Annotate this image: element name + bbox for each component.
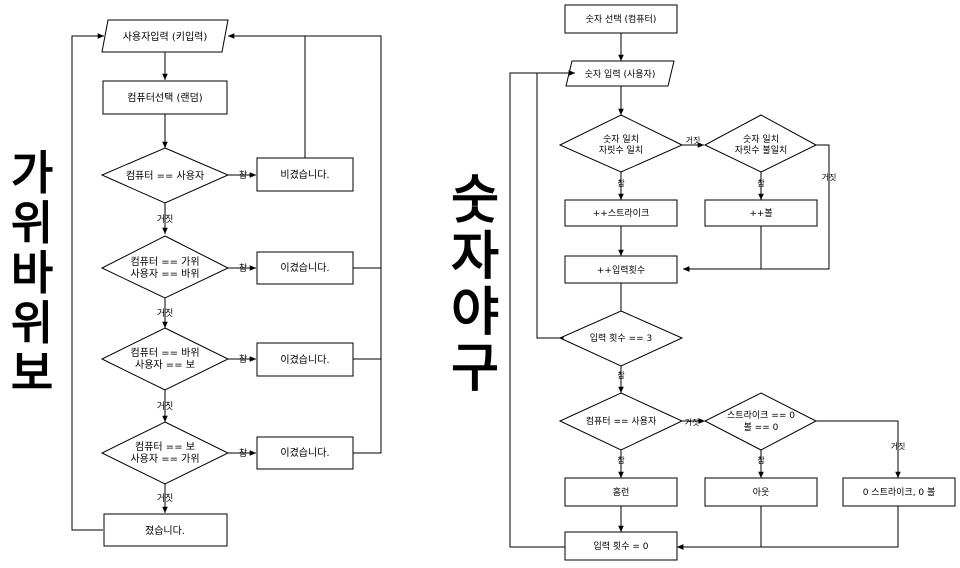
- connector: [305, 35, 382, 454]
- rps-result-lose-text: 졌습니다.: [145, 524, 185, 537]
- rps-result-win2-shape: [256, 342, 354, 377]
- rps-cond-tie-shape: [100, 147, 230, 204]
- rps-cond-win1-shape: [100, 235, 230, 299]
- bb-cond-out-shape: [703, 392, 818, 451]
- rps-computer-select-text: 컴퓨터선택 (랜덤): [127, 92, 202, 104]
- title-char: 가: [10, 146, 54, 200]
- edge-label-true: 참: [239, 263, 247, 274]
- bb-strike-inc-shape: [564, 199, 678, 227]
- edge-label-false: 거짓: [686, 135, 701, 145]
- edge-label-true: 참: [239, 448, 247, 459]
- rps-result-win1-shape: [256, 251, 354, 285]
- bb-cond-match-shape: [558, 392, 684, 451]
- bb-count-inc-text: ++입력횟수: [597, 264, 645, 276]
- edge-label-false: 거짓: [157, 493, 174, 504]
- bb-cond-strike-line1: 숫자 일치: [603, 133, 639, 145]
- rps-result-win3-shape: [256, 436, 354, 470]
- connector: [536, 70, 575, 339]
- rps-cond-win1-line1: 컴퓨터 == 가위: [130, 255, 199, 268]
- connector: [816, 420, 901, 478]
- bb-cond-strike-shape: [558, 114, 684, 173]
- bb-zero-text: 0 스트라이크, 0 볼: [863, 487, 936, 498]
- title-number-baseball: 숫 자 야 구: [448, 175, 502, 399]
- rps-result-win2-text: 이겼습니다.: [280, 354, 329, 366]
- bb-cond-count-shape: [558, 310, 684, 367]
- title-char: 자: [451, 227, 499, 287]
- title-char: 위: [10, 196, 54, 250]
- connector: [677, 506, 899, 550]
- edge-label-false: 거짓: [891, 441, 906, 451]
- title-char: 구: [451, 339, 499, 399]
- rps-cond-win3-line1: 컴퓨터 == 보: [135, 441, 195, 453]
- rps-result-win3-text: 이겼습니다.: [280, 447, 329, 459]
- rps-result-win1-text: 이겼습니다.: [280, 262, 329, 274]
- connector: [683, 144, 830, 272]
- connector: [71, 33, 104, 531]
- title-char: 보: [10, 346, 54, 400]
- rps-cond-win2-shape: [100, 327, 230, 391]
- rps-result-tie-shape: [256, 157, 354, 192]
- rps-cond-win1-line2: 사용자 == 바위: [130, 267, 199, 280]
- edge-label-true: 참: [617, 370, 625, 380]
- bb-input-shape: [565, 60, 675, 87]
- bb-homerun-text: 홈런: [613, 486, 630, 498]
- bb-reset-text: 입력 횟수 = 0: [594, 540, 649, 552]
- rps-result-tie-text: 비겼습니다.: [280, 169, 329, 181]
- rps-cond-win3-line2: 사용자 == 가위: [130, 452, 199, 465]
- bb-cond-ball-line2: 자릿수 불일치: [735, 144, 788, 156]
- connector: [228, 33, 306, 158]
- title-char: 바: [10, 246, 54, 300]
- bb-cond-out-line1: 스트라이크 == 0: [727, 410, 795, 421]
- connector: [509, 70, 575, 548]
- bb-zero-shape: [842, 477, 956, 507]
- bb-cond-match-text: 컴퓨터 == 사용자: [586, 415, 657, 427]
- title-char: 숫: [451, 171, 499, 231]
- edge-label-true: 참: [757, 178, 765, 188]
- rps-cond-win2-line1: 컴퓨터 == 바위: [130, 346, 199, 359]
- bb-homerun-shape: [564, 477, 678, 507]
- rps-cond-win2-line2: 사용자 == 보: [135, 359, 195, 371]
- rps-input-text: 사용자입력 (키입력): [123, 30, 208, 43]
- bb-count-inc-shape: [564, 255, 678, 284]
- connector: [683, 226, 762, 272]
- bb-ball-inc-text: ++볼: [749, 208, 772, 219]
- title-rock-paper-scissors: 가 위 바 위 보: [8, 150, 56, 400]
- rps-result-lose-shape: [103, 513, 228, 547]
- rps-cond-win3-shape: [100, 421, 230, 485]
- bb-strike-inc-text: ++스트라이크: [593, 208, 649, 219]
- edge-label-true: 참: [617, 178, 625, 188]
- bb-cond-ball-shape: [703, 114, 818, 173]
- bb-out-shape: [704, 477, 818, 507]
- edge-label-false: 거짓: [685, 417, 700, 427]
- edge-label-false: 거짓: [822, 172, 837, 182]
- bb-reset-shape: [564, 531, 678, 561]
- bb-ball-inc-shape: [704, 199, 818, 227]
- edge-label-true: 참: [617, 455, 625, 465]
- bb-input-text: 숫자 입력 (사용자): [585, 68, 656, 80]
- connector: [677, 506, 762, 550]
- bb-cond-out-line2: 볼 == 0: [744, 422, 779, 433]
- bb-cond-count-text: 입력 횟수 == 3: [590, 332, 653, 344]
- title-char: 위: [10, 296, 54, 350]
- edge-label-false: 거짓: [157, 308, 174, 319]
- rps-input-shape: [101, 19, 229, 53]
- rps-cond-tie-text: 컴퓨터 == 사용자: [126, 170, 204, 182]
- edge-label-true: 참: [757, 455, 765, 465]
- bb-cond-strike-line2: 자릿수 일치: [599, 144, 643, 156]
- edge-label-true: 참: [239, 170, 247, 181]
- bb-out-text: 아웃: [753, 487, 770, 498]
- edge-label-false: 거짓: [157, 401, 174, 412]
- edge-label-false: 거짓: [157, 214, 174, 225]
- title-char: 야: [451, 283, 499, 343]
- bb-computer-select-text: 숫자 선택 (컴퓨터): [586, 13, 657, 25]
- bb-cond-ball-line1: 숫자 일치: [743, 133, 779, 145]
- rps-computer-select-shape: [102, 80, 228, 115]
- edge-label-true: 참: [239, 354, 247, 365]
- bb-computer-select-shape: [564, 4, 678, 34]
